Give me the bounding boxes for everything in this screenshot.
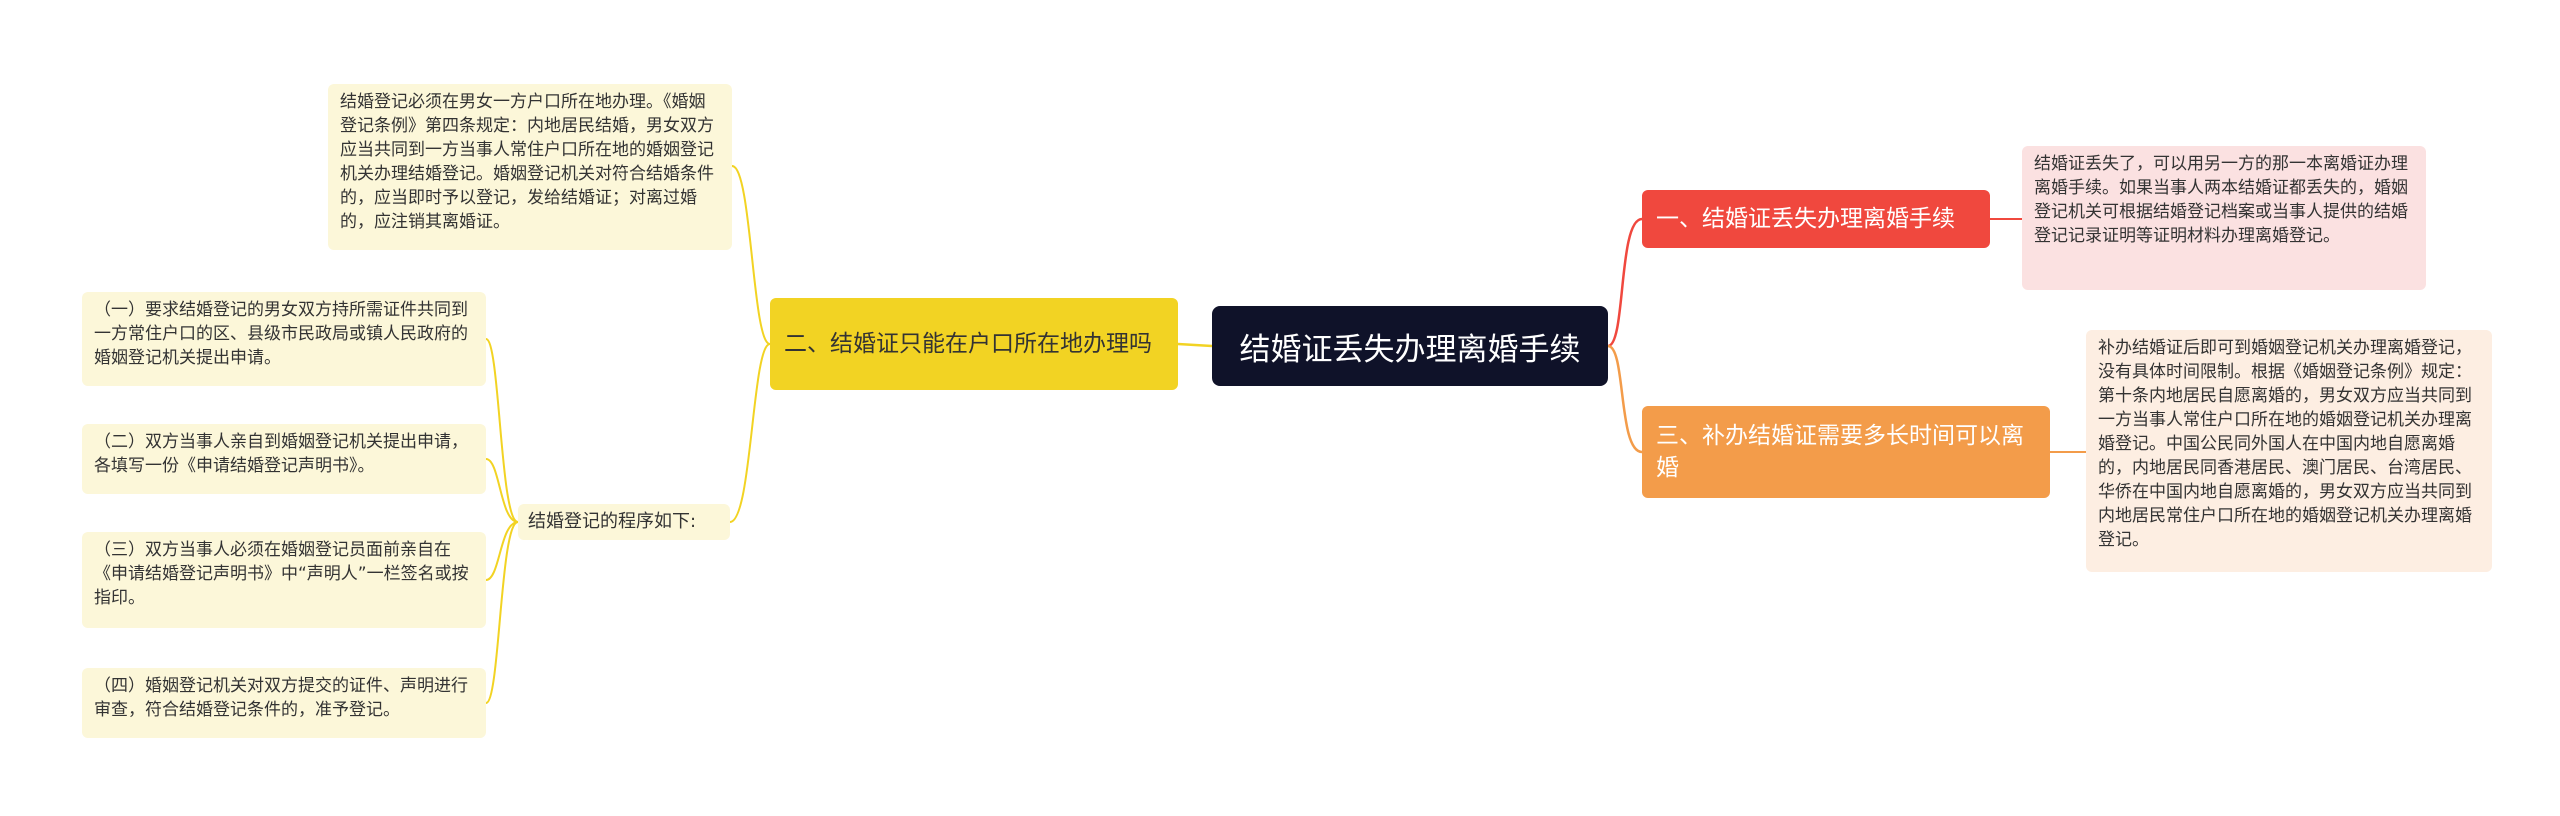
leaf-lost-certificate-detail[interactable]: 结婚证丢失了，可以用另一方的那一本离婚证办理离婚手续。如果当事人两本结婚证都丢失…: [2022, 146, 2426, 290]
link-center-b3: [1607, 344, 1643, 454]
branch-reissue-time[interactable]: 三、补办结婚证需要多长时间可以离婚: [1642, 406, 2050, 498]
leaf-reissue-time-detail[interactable]: 补办结婚证后即可到婚姻登记机关办理离婚登记，没有具体时间限制。根据《婚姻登记条例…: [2086, 330, 2492, 572]
leaf-step-3[interactable]: （三）双方当事人必须在婚姻登记员面前亲自在《申请结婚登记声明书》中“声明人”一栏…: [82, 532, 486, 628]
leaf-reissue-time-text: 补办结婚证后即可到婚姻登记机关办理离婚登记，没有具体时间限制。根据《婚姻登记条例…: [2098, 338, 2472, 550]
central-topic[interactable]: 结婚证丢失办理离婚手续: [1212, 306, 1608, 386]
leaf-registration-location-text: 结婚登记必须在男女一方户口所在地办理。《婚姻登记条例》第四条规定：内地居民结婚，…: [340, 92, 714, 232]
link-b2-lefts: [729, 165, 771, 523]
branch-registration-location[interactable]: 二、结婚证只能在户口所在地办理吗: [770, 298, 1178, 390]
leaf-step-2-text: （二）双方当事人亲自到婚姻登记机关提出申请，各填写一份《申请结婚登记声明书》。: [94, 432, 468, 476]
branch-lost-certificate-text: 一、结婚证丢失办理离婚手续: [1656, 206, 1955, 232]
link-center-b1: [1607, 217, 1643, 348]
link-steps: [485, 338, 519, 704]
link-center-b2: [1177, 342, 1213, 348]
leaf-step-4[interactable]: （四）婚姻登记机关对双方提交的证件、声明进行审查，符合结婚登记条件的，准予登记。: [82, 668, 486, 738]
leaf-step-1[interactable]: （一）要求结婚登记的男女双方持所需证件共同到一方常住户口的区、县级市民政局或镇人…: [82, 292, 486, 386]
leaf-procedure-label-text: 结婚登记的程序如下:: [528, 511, 697, 532]
leaf-lost-certificate-text: 结婚证丢失了，可以用另一方的那一本离婚证办理离婚手续。如果当事人两本结婚证都丢失…: [2034, 154, 2408, 246]
branch-lost-certificate[interactable]: 一、结婚证丢失办理离婚手续: [1642, 190, 1990, 248]
leaf-registration-location-detail[interactable]: 结婚登记必须在男女一方户口所在地办理。《婚姻登记条例》第四条规定：内地居民结婚，…: [328, 84, 732, 250]
leaf-step-3-text: （三）双方当事人必须在婚姻登记员面前亲自在《申请结婚登记声明书》中“声明人”一栏…: [94, 540, 469, 608]
leaf-procedure-label[interactable]: 结婚登记的程序如下:: [518, 504, 730, 540]
leaf-step-1-text: （一）要求结婚登记的男女双方持所需证件共同到一方常住户口的区、县级市民政局或镇人…: [94, 300, 468, 368]
branch-reissue-time-text: 三、补办结婚证需要多长时间可以离婚: [1656, 423, 2024, 481]
leaf-step-4-text: （四）婚姻登记机关对双方提交的证件、声明进行审查，符合结婚登记条件的，准予登记。: [94, 676, 468, 720]
branch-registration-location-text: 二、结婚证只能在户口所在地办理吗: [784, 331, 1152, 357]
leaf-step-2[interactable]: （二）双方当事人亲自到婚姻登记机关提出申请，各填写一份《申请结婚登记声明书》。: [82, 424, 486, 494]
central-topic-text: 结婚证丢失办理离婚手续: [1239, 331, 1581, 368]
